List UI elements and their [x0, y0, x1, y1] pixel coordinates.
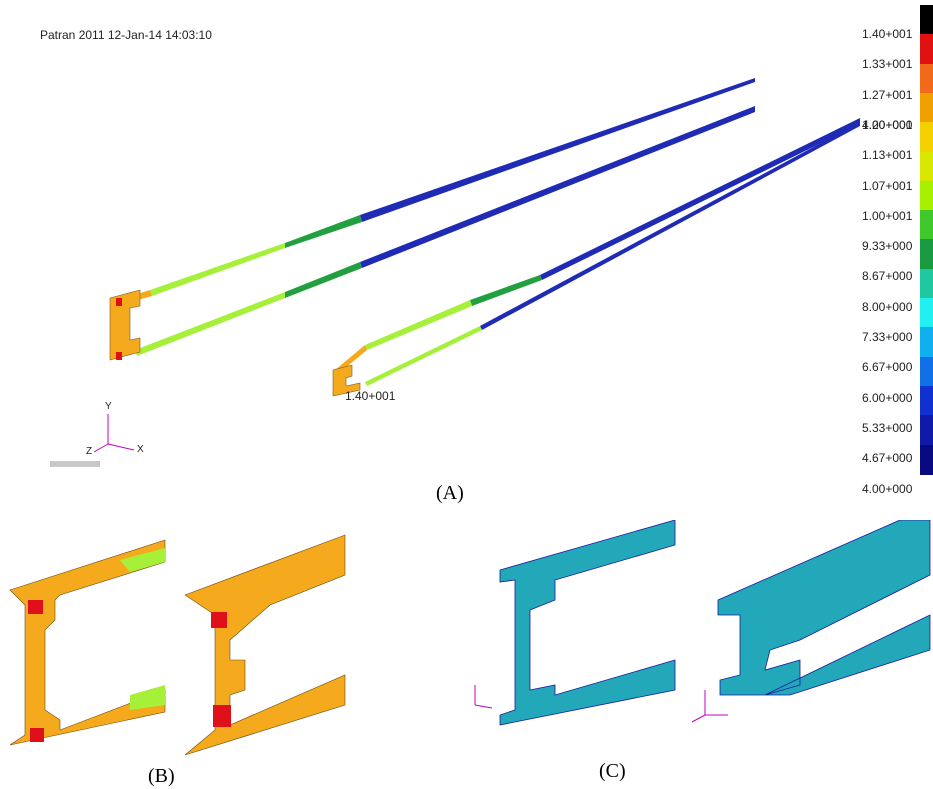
legend-label: 7.33+000: [862, 330, 913, 344]
beam2-bottom-blue: [480, 122, 860, 330]
beam1-section: [109, 289, 141, 361]
beam1-bottom-blue: [360, 106, 755, 268]
beam1-red-corner-bottom: [116, 352, 122, 360]
legend-label: 1.00+001: [862, 208, 913, 223]
legend-color-swatch: [920, 298, 933, 328]
beam1-top-blue: [360, 78, 755, 222]
triad-z-axis: [93, 443, 109, 453]
panel-a-beams: [50, 78, 860, 467]
panel-b-left-red-top: [28, 600, 43, 614]
beam2-top-blue: [540, 118, 860, 280]
legend-label: 5.33+000: [862, 420, 913, 435]
triad-x-label: X: [137, 444, 144, 455]
legend-color-swatch: [920, 356, 933, 387]
legend-label: 4.00+000: [862, 481, 913, 496]
legend-color-swatch: [920, 415, 933, 446]
panel-b-right-red-top: [211, 612, 227, 628]
legend-color-swatch: [920, 34, 933, 65]
legend-label: 1.40+001: [862, 27, 913, 41]
panel-b-left-section: [9, 539, 166, 746]
legend-label: 1.27+001: [862, 87, 913, 102]
legend-label: 8.67+000: [862, 269, 913, 284]
legend-color-swatch: [920, 63, 933, 94]
panel-c-triad-right-z: [691, 714, 706, 723]
panel-c-right-mesh: [717, 520, 931, 696]
panel-c-triad-left-x: [474, 704, 493, 709]
triad-z-label: Z: [86, 446, 93, 457]
panel-b-left-green-bottom: [130, 685, 165, 710]
beam1-top-dark-green: [285, 215, 362, 248]
legend-color-swatch: [920, 327, 933, 358]
legend-color-swatch: [920, 385, 933, 416]
legend-color-swatch: [920, 151, 933, 182]
min-value-label: 1.40+001: [345, 389, 396, 403]
beam1-bottom-dark-green: [285, 262, 362, 298]
panel-c-left-mesh: [499, 520, 676, 726]
triad-x-axis: [107, 443, 135, 451]
panel-b-left-green-top: [120, 548, 165, 572]
legend-label: 4.67+000: [862, 451, 913, 466]
legend-label: 6.67+000: [862, 360, 913, 375]
caption-b: (B): [148, 765, 175, 787]
legend-label: 1.07+001: [862, 178, 913, 193]
legend-color-swatch: [920, 122, 933, 153]
panel-b-right-section: [184, 534, 346, 756]
legend-color-swatch: [920, 92, 933, 123]
legend-label: 1.33+001: [862, 57, 913, 72]
legend-color-swatch: [920, 180, 933, 211]
beam2-top-orange: [335, 345, 367, 374]
legend-overlap-label: 4.00+000: [862, 118, 913, 132]
beam2-top-light-green: [365, 300, 472, 350]
beam2-section: [332, 364, 361, 397]
beam2-bottom-light-green: [365, 326, 482, 386]
legend-label: 6.00+000: [862, 390, 913, 405]
legend-color-swatch: [920, 239, 933, 270]
legend-color-swatch: [920, 444, 933, 475]
legend-label: 9.33+000: [862, 239, 913, 254]
legend-color-swatch: [920, 210, 933, 241]
legend-label: 8.00+000: [862, 299, 913, 314]
header-text: Patran 2011 12-Jan-14 14:03:10: [40, 28, 212, 42]
caption-c: (C): [599, 760, 626, 782]
beam1-top-light-green: [150, 243, 285, 296]
panel-c-mesh: [474, 520, 931, 726]
legend-color-swatch: [920, 5, 933, 35]
panel-b-left-red-bottom: [30, 728, 44, 742]
triad-y-label: Y: [105, 401, 112, 412]
legend-label: 1.20+001: [862, 117, 913, 132]
beam1-red-corner-top: [116, 298, 122, 306]
caption-a: (A): [436, 482, 464, 504]
legend-label: 1.13+001: [862, 148, 913, 163]
beam1-bottom-light-green: [135, 292, 285, 356]
panel-b-close-up: [9, 534, 346, 756]
legend-color-swatch: [920, 268, 933, 299]
logo-mark: [50, 461, 100, 467]
panel-b-right-red-bottom: [213, 705, 231, 727]
beam2-top-dark-green: [470, 275, 542, 306]
